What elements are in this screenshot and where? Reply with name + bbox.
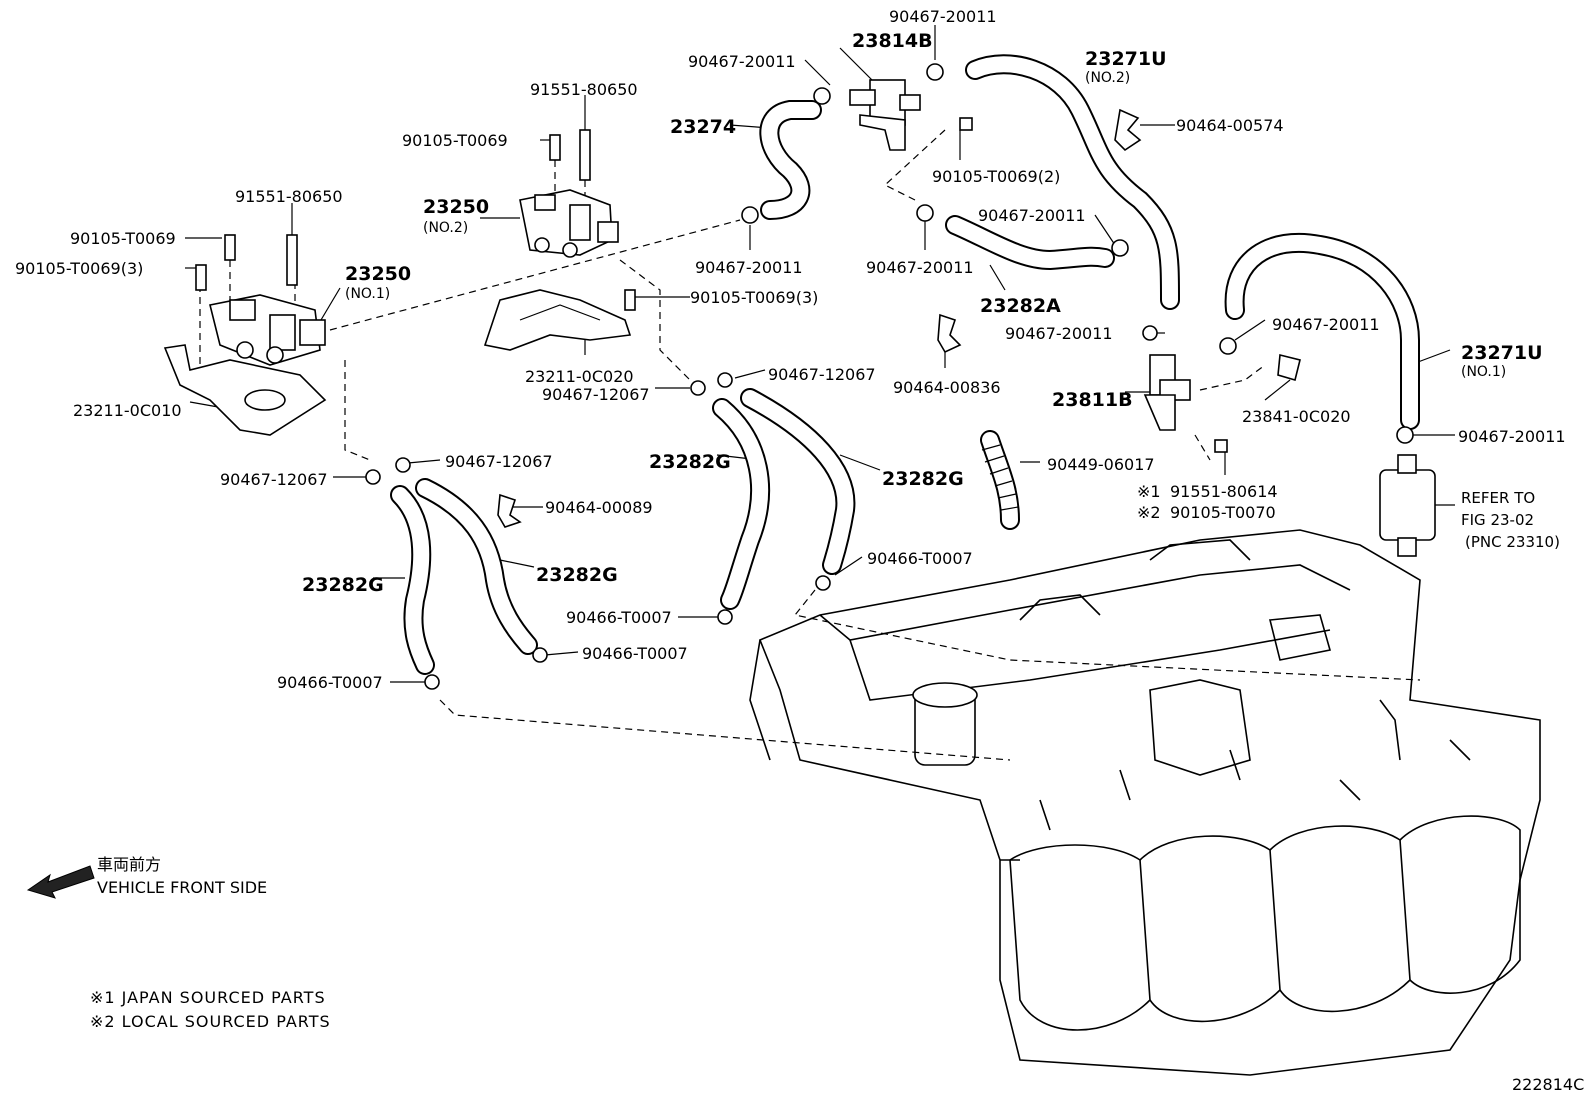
callout-23814B[interactable]: 23814B (852, 30, 933, 52)
fuel-filter (1379, 454, 1436, 557)
callout-90467-20011[interactable]: 90467-20011 (889, 7, 997, 26)
callout-23271U[interactable]: 23271U (1461, 342, 1543, 364)
callout-23282G[interactable]: 23282G (882, 468, 964, 490)
callout-23811B[interactable]: 23811B (1052, 389, 1133, 411)
callout-91551-80650[interactable]: 91551-80650 (530, 80, 638, 99)
callout-90105-T0069[interactable]: 90105-T0069 (402, 131, 508, 150)
callout-90467-12067[interactable]: 90467-12067 (445, 452, 553, 471)
vsv-23250-no1 (209, 294, 326, 366)
hose-23282G-center-left (712, 398, 770, 610)
callout-90464-00574[interactable]: 90464-00574 (1176, 116, 1284, 135)
vsv-23811B (1143, 354, 1191, 431)
callout-23271U-sub: (NO.2) (1085, 70, 1130, 86)
callout-90105-T0070[interactable]: 90105-T0070 (1170, 503, 1276, 522)
callout-mark-2: ※2 (1137, 503, 1161, 522)
callout-23282A[interactable]: 23282A (980, 295, 1061, 317)
hoses (390, 54, 1420, 675)
callout-90464-00089[interactable]: 90464-00089 (545, 498, 653, 517)
callout-90449-06017[interactable]: 90449-06017 (1047, 455, 1155, 474)
reference-line-3: (PNC 23310) (1465, 533, 1560, 551)
engine-block-illustration (749, 529, 1541, 1076)
footnote-japan-sourced: ※1 JAPAN SOURCED PARTS (90, 988, 326, 1007)
callout-90467-20011[interactable]: 90467-20011 (695, 258, 803, 277)
callout-90105-T0069[interactable]: 90105-T0069 (70, 229, 176, 248)
hose-23271U-no2 (965, 54, 1180, 310)
bracket-23211-0C020 (483, 289, 632, 351)
callout-90467-20011[interactable]: 90467-20011 (1005, 324, 1113, 343)
callout-90467-20011[interactable]: 90467-20011 (1458, 427, 1566, 446)
hose-23282A (945, 215, 1115, 271)
hose-23282G-left-b (415, 478, 538, 655)
callout-91551-80650[interactable]: 91551-80650 (235, 187, 343, 206)
front-label-english: VEHICLE FRONT SIDE (97, 878, 267, 897)
callout-90466-T0007[interactable]: 90466-T0007 (277, 673, 383, 692)
callout-90466-T0007[interactable]: 90466-T0007 (867, 549, 973, 568)
callout-23211-0C020[interactable]: 23211-0C020 (525, 367, 634, 386)
callout-23250-sub: (NO.1) (345, 286, 390, 302)
callout-23282G[interactable]: 23282G (536, 564, 618, 586)
callout-23841-0C020[interactable]: 23841-0C020 (1242, 407, 1351, 426)
callout-90466-T0007[interactable]: 90466-T0007 (566, 608, 672, 627)
front-arrow-icon (26, 865, 95, 899)
callout-23271U-sub: (NO.1) (1461, 364, 1506, 380)
reference-line-1[interactable]: REFER TO (1461, 489, 1535, 507)
vsv-23250-no2 (519, 189, 619, 258)
front-label-japanese: 車両前方 (97, 855, 161, 874)
callout-91551-80614[interactable]: 91551-80614 (1170, 482, 1278, 501)
hose-23282G-center-right (740, 388, 856, 575)
callout-90464-00836[interactable]: 90464-00836 (893, 378, 1001, 397)
hose-23274 (759, 100, 822, 220)
bolts (195, 117, 1228, 453)
callout-23282G[interactable]: 23282G (649, 451, 731, 473)
components (163, 63, 1436, 690)
bracket-23211-0C010 (163, 344, 327, 436)
callout-90466-T0007[interactable]: 90466-T0007 (582, 644, 688, 663)
callout-90467-20011[interactable]: 90467-20011 (1272, 315, 1380, 334)
footnote-local-sourced: ※2 LOCAL SOURCED PARTS (90, 1012, 331, 1031)
callout-90467-20011[interactable]: 90467-20011 (688, 52, 796, 71)
hose-23282G-left-a (390, 485, 435, 675)
vehicle-front-indicator: 車両前方 VEHICLE FRONT SIDE (26, 855, 267, 899)
reference-line-2[interactable]: FIG 23-02 (1461, 511, 1534, 529)
clip-23841-0C020 (1277, 353, 1301, 382)
callout-90467-12067[interactable]: 90467-12067 (768, 365, 876, 384)
callout-23282G[interactable]: 23282G (302, 574, 384, 596)
part-callouts: 90467-20011 23814B 90467-20011 23271U (N… (15, 7, 1566, 692)
clamps (365, 63, 1414, 690)
callout-23250[interactable]: 23250 (423, 196, 489, 218)
protector-90449-06017 (980, 430, 1020, 530)
footnotes: ※1 JAPAN SOURCED PARTS ※2 LOCAL SOURCED … (90, 988, 331, 1031)
callout-mark-1: ※1 (1137, 482, 1161, 501)
callout-23271U[interactable]: 23271U (1085, 48, 1167, 70)
diagram-id: 222814C (1512, 1075, 1584, 1094)
callout-90105-T0069-3[interactable]: 90105-T0069(3) (15, 259, 143, 278)
callout-23211-0C010[interactable]: 23211-0C010 (73, 401, 182, 420)
hose-23271U-no1 (1224, 232, 1420, 430)
callout-90105-T0069-2[interactable]: 90105-T0069(2) (932, 167, 1060, 186)
vsv-23814B (849, 79, 921, 151)
callout-23250[interactable]: 23250 (345, 263, 411, 285)
callout-90467-20011[interactable]: 90467-20011 (866, 258, 974, 277)
callout-23250-sub: (NO.2) (423, 220, 468, 236)
callout-90467-12067[interactable]: 90467-12067 (220, 470, 328, 489)
callout-90467-12067[interactable]: 90467-12067 (542, 385, 650, 404)
callout-23274[interactable]: 23274 (670, 116, 736, 138)
callout-90467-20011[interactable]: 90467-20011 (978, 206, 1086, 225)
callout-90105-T0069-3[interactable]: 90105-T0069(3) (690, 288, 818, 307)
